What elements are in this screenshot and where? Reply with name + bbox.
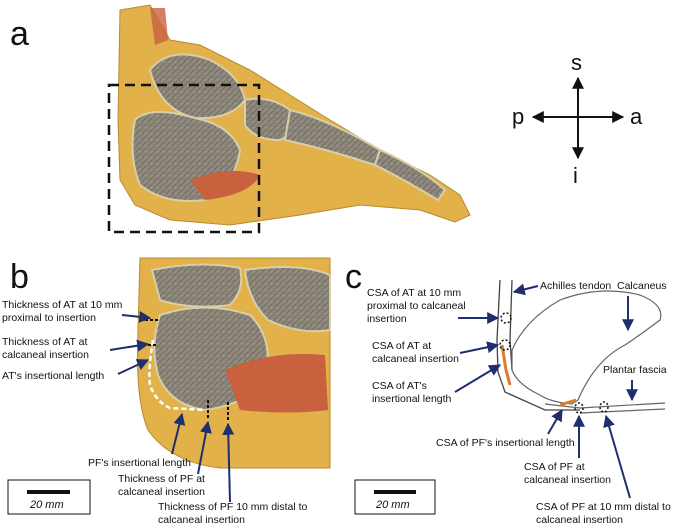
label-csa-at-insertion-l2: calcaneal insertion xyxy=(372,353,459,365)
arrow-b6 xyxy=(222,422,235,503)
region-of-interest-box xyxy=(107,83,261,234)
arrow-b2 xyxy=(109,339,150,352)
scale-bar-b-text: 20 mm xyxy=(29,499,64,511)
panel-a-letter: a xyxy=(10,15,29,53)
panel-b-heel-section xyxy=(136,257,331,469)
label-csa-at-insertional-l2: insertional length xyxy=(372,393,452,405)
arrow-b3 xyxy=(117,359,150,375)
label-csa-pf-insertion-l2: calcaneal insertion xyxy=(524,474,611,486)
label-csa-pf-insertion-l1: CSA of PF at xyxy=(524,461,585,473)
label-thickness-at-10mm-l1: Thickness of AT at 10 mm xyxy=(2,299,123,311)
label-csa-at-10mm-l1: CSA of AT at 10 mm xyxy=(367,287,461,299)
label-thickness-pf-insertion-l1: Thickness of PF at xyxy=(118,473,205,485)
label-csa-pf-insertional-length: CSA of PF's insertional length xyxy=(436,437,575,449)
label-csa-at-insertion-l1: CSA of AT at xyxy=(372,340,431,352)
arrow-c3 xyxy=(454,364,502,393)
arrow-c2 xyxy=(459,341,500,354)
panel-c-letter: c xyxy=(345,258,362,296)
scale-bar-b: 20 mm xyxy=(7,479,91,515)
compass-superior: s xyxy=(571,50,582,75)
label-csa-at-insertional-l1: CSA of AT's xyxy=(372,380,427,392)
arrow-b1 xyxy=(121,310,152,323)
panel-b-labels: Thickness of AT at 10 mm proximal to ins… xyxy=(2,299,308,526)
label-thickness-at-10mm-l2: proximal to insertion xyxy=(2,312,96,324)
label-csa-at-10mm-l2: proximal to calcaneal xyxy=(367,300,466,312)
label-thickness-at-insertion-l1: Thickness of AT at xyxy=(2,336,87,348)
compass-posterior: p xyxy=(512,104,524,129)
label-thickness-at-insertion-l2: calcaneal insertion xyxy=(2,349,89,361)
compass-inferior: i xyxy=(573,163,578,188)
label-csa-at-10mm-l3: insertion xyxy=(367,313,407,325)
arrow-c4 xyxy=(512,283,539,296)
arrow-c9 xyxy=(603,414,631,499)
panel-b-letter: b xyxy=(10,258,29,296)
orientation-compass: s i p a xyxy=(512,50,643,188)
label-pf-insertional-length: PF's insertional length xyxy=(88,457,191,469)
panel-c-schematic xyxy=(496,279,666,414)
panel-a-foot-section xyxy=(107,4,471,234)
label-thickness-pf-10mm-l1: Thickness of PF 10 mm distal to xyxy=(158,501,308,513)
label-csa-pf-10mm-l1: CSA of PF at 10 mm distal to xyxy=(536,501,671,513)
label-plantar-fascia: Plantar fascia xyxy=(603,364,667,376)
arrow-b5 xyxy=(197,420,212,475)
compass-anterior: a xyxy=(630,104,643,129)
label-achilles-tendon: Achilles tendon xyxy=(540,280,611,292)
label-csa-pf-10mm-l2: calcaneal insertion xyxy=(536,514,623,526)
label-calcaneus: Calcaneus xyxy=(617,280,667,292)
arrow-b4 xyxy=(171,412,186,455)
label-at-insertional-length: AT's insertional length xyxy=(2,370,104,382)
scale-bar-c-text: 20 mm xyxy=(375,499,410,511)
panel-c-labels: CSA of AT at 10 mm proximal to calcaneal… xyxy=(367,280,671,526)
arrow-c7 xyxy=(547,408,563,435)
label-thickness-pf-insertion-l2: calcaneal insertion xyxy=(118,486,205,498)
scale-bar-c: 20 mm xyxy=(354,479,436,515)
label-thickness-pf-10mm-l2: calcaneal insertion xyxy=(158,514,245,526)
